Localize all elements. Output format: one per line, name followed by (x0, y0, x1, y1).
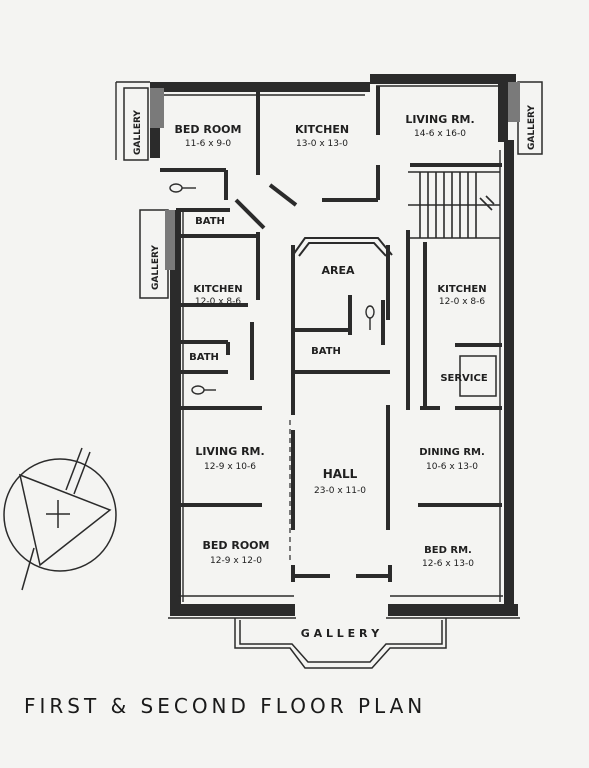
area-court-outline (292, 237, 393, 257)
staircase (408, 171, 500, 239)
room-name: AREA (321, 264, 354, 277)
toilet-fixtures (169, 183, 375, 395)
plan-title: FIRST & SECOND FLOOR PLAN (24, 694, 426, 718)
wall-bottom-right (388, 604, 518, 616)
wall-top-right (370, 74, 516, 84)
room-dims: 14-6 x 16-0 (414, 129, 466, 139)
gallery-label-right-top: GALLERY (527, 105, 537, 150)
room-dims: 11-6 x 9-0 (185, 139, 231, 149)
room-dims: 12-0 x 8-6 (195, 297, 241, 307)
room-name: SERVICE (440, 373, 488, 384)
compass-icon (3, 447, 117, 591)
room-name: BATH (311, 346, 341, 357)
room-name: KITCHEN (193, 284, 242, 295)
room-dims: 12-9 x 12-0 (210, 556, 262, 566)
room-name: BATH (189, 352, 219, 363)
room-name: BED ROOM (203, 539, 270, 552)
room-name: KITCHEN (295, 123, 349, 136)
room-dims: 12-6 x 13-0 (422, 559, 474, 569)
room-dims: 13-0 x 13-0 (296, 139, 348, 149)
room-name: HALL (323, 467, 358, 481)
room-name: BED ROOM (175, 123, 242, 136)
room-name: BATH (195, 216, 225, 227)
wall-corner-nw (150, 82, 164, 92)
gallery-left-top (123, 87, 164, 161)
room-dims: 12-0 x 8-6 (439, 297, 485, 307)
wall-right-upper (498, 82, 508, 142)
room-name: LIVING RM. (405, 113, 474, 126)
wall-bottom-left (170, 604, 295, 616)
interior-walls (160, 86, 502, 582)
gallery-label-bottom: G A L L E R Y (301, 627, 381, 640)
gallery-label-left-top: GALLERY (133, 110, 143, 155)
wall-right-main (504, 140, 514, 610)
gallery-bottom (234, 618, 447, 669)
room-labels: BED ROOM 11-6 x 9-0 KITCHEN 13-0 x 13-0 … (175, 113, 488, 569)
gallery-left-mid (139, 209, 175, 299)
gallery-right-top (508, 81, 543, 155)
room-name: LIVING RM. (195, 445, 264, 458)
room-dims: 10-6 x 13-0 (426, 462, 478, 472)
service-counter (459, 355, 497, 397)
room-name: BED RM. (424, 545, 472, 556)
room-dims: 12-9 x 10-6 (204, 462, 256, 472)
gallery-label-left-mid: GALLERY (151, 245, 161, 290)
room-name: KITCHEN (437, 284, 486, 295)
room-name: DINING RM. (419, 447, 485, 458)
room-dims: 23-0 x 11-0 (314, 486, 366, 496)
wall-left-main (170, 210, 181, 610)
wall-top-left (150, 82, 370, 92)
